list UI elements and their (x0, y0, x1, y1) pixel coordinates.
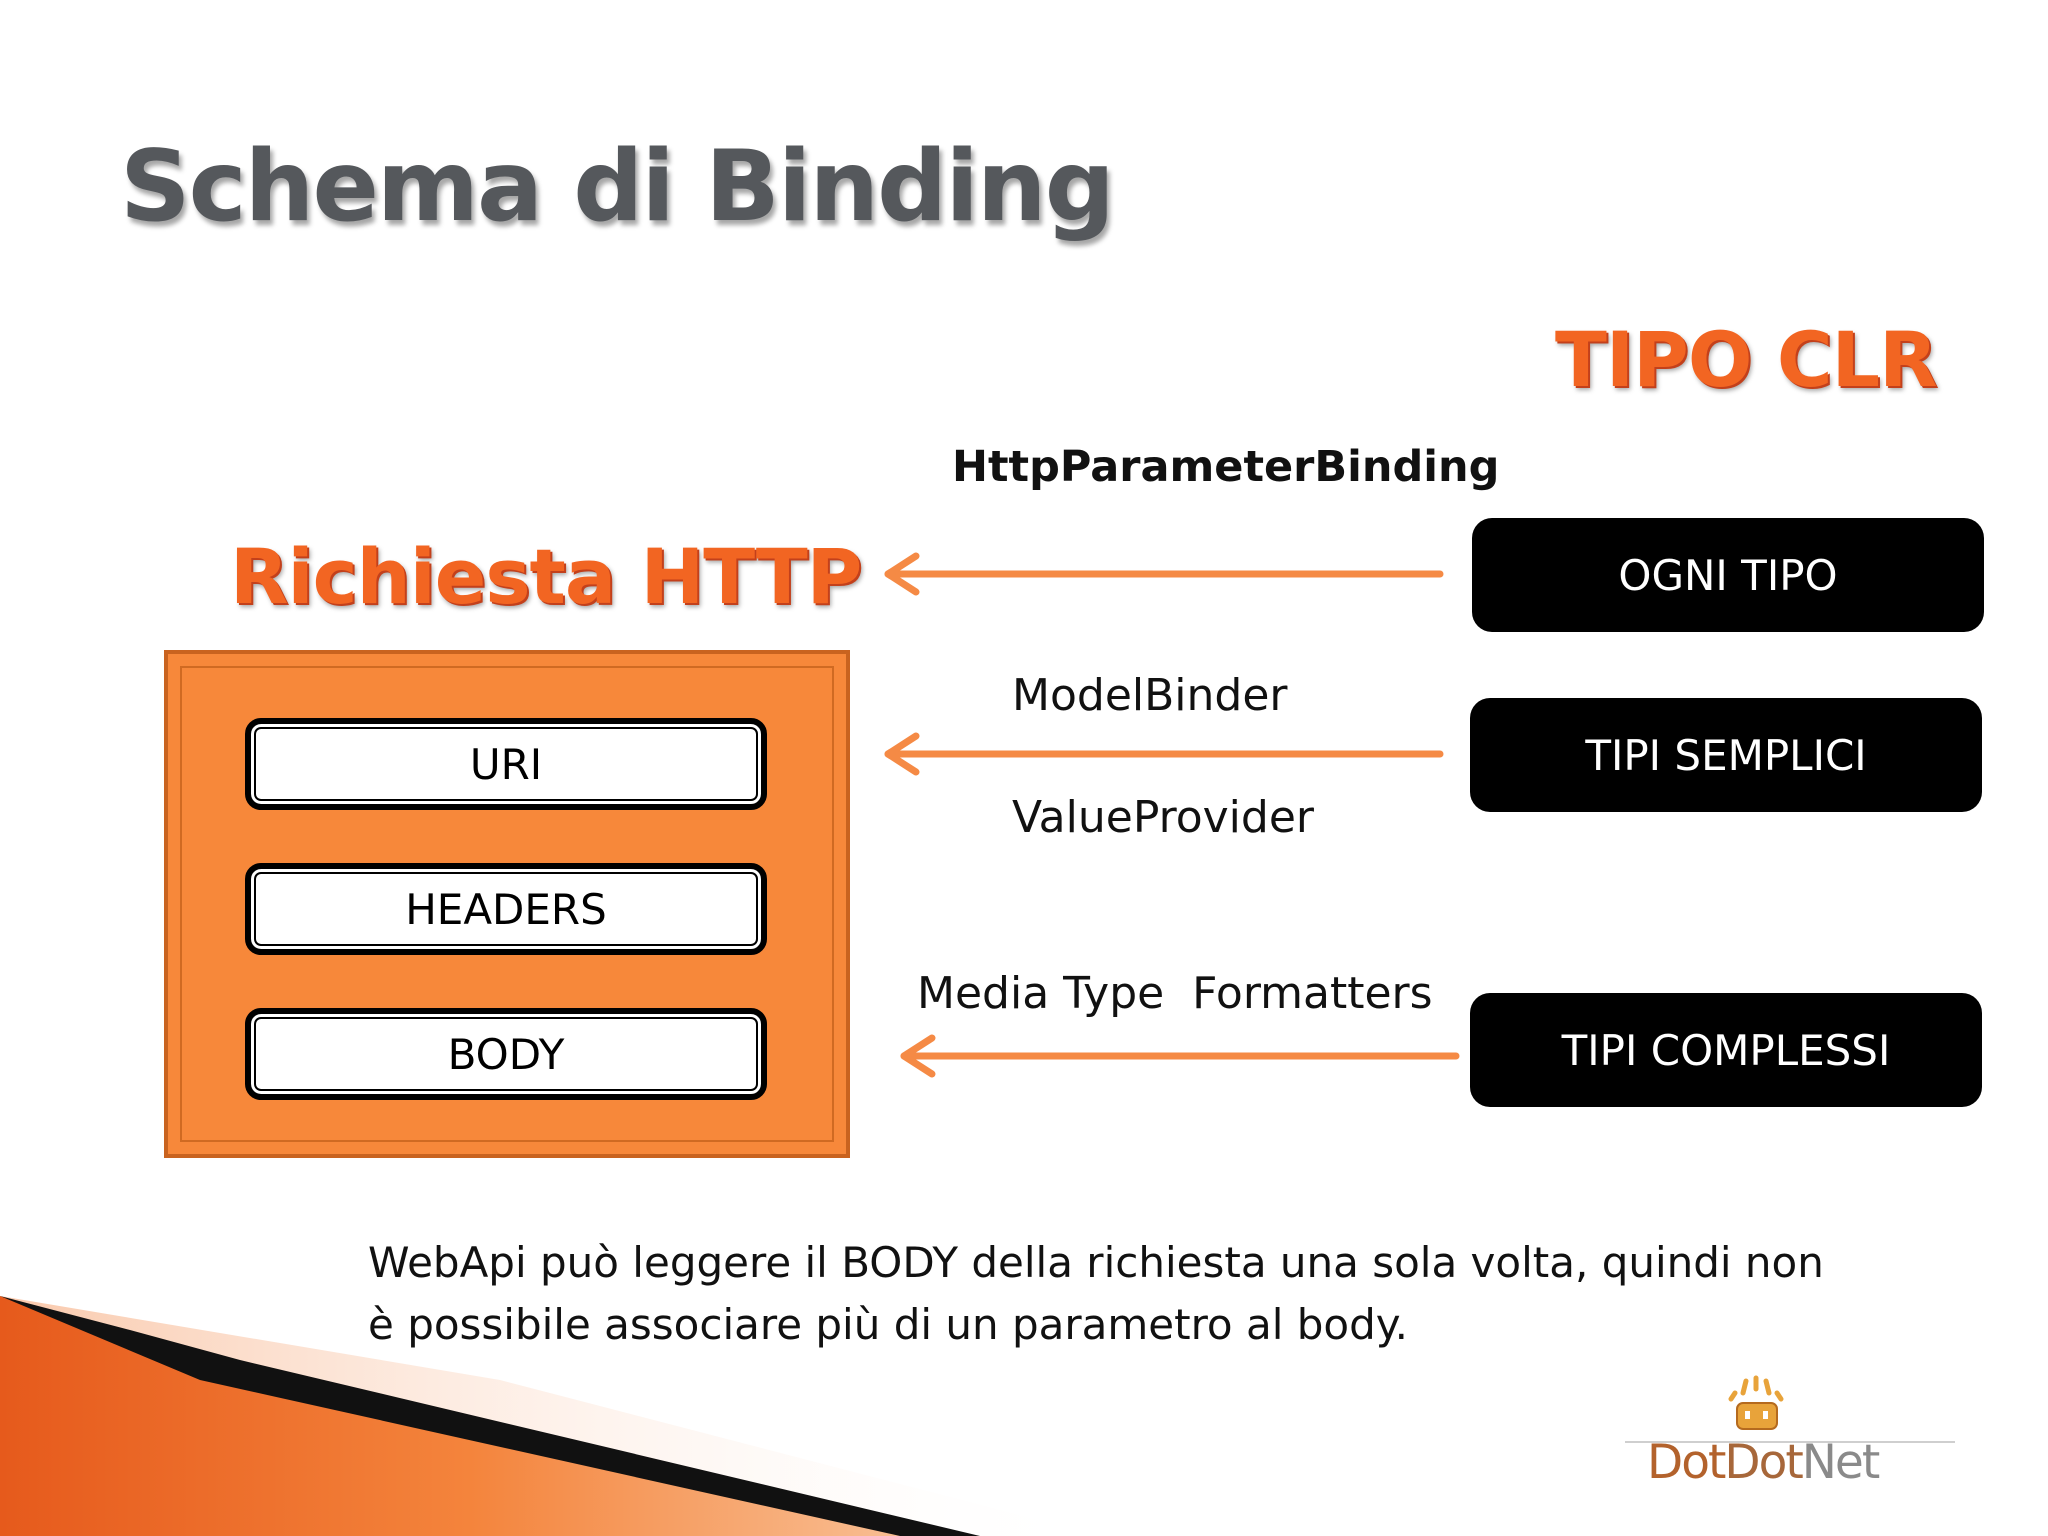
clr-type-complex: TIPI COMPLESSI (1470, 993, 1982, 1107)
body-note-line-1: WebApi può leggere il BODY della richies… (368, 1238, 1824, 1287)
http-parameter-binding-label: HttpParameterBinding (952, 442, 1500, 492)
media-type-formatters-label: Media Type Formatters (917, 968, 1433, 1019)
request-part-headers: HEADERS (245, 863, 767, 955)
request-part-body: BODY (245, 1008, 767, 1100)
model-binder-label: ModelBinder (1012, 670, 1288, 721)
request-part-uri: URI (245, 718, 767, 810)
value-provider-label: ValueProvider (1012, 792, 1314, 843)
clr-type-any: OGNI TIPO (1472, 518, 1984, 632)
body-note: WebApi può leggere il BODY della richies… (368, 1232, 1828, 1356)
body-note-line-2: è possibile associare più di un parametr… (368, 1300, 1408, 1349)
robot-head-icon (1625, 1375, 1955, 1443)
clr-type-heading: TIPO CLR (1555, 315, 1938, 404)
dotdotnet-logo: DotDotNet (1625, 1375, 1955, 1515)
arrow-any-to-request (884, 552, 1444, 596)
arrow-simple-to-request (884, 732, 1444, 776)
slide-title: Schema di Binding (120, 130, 1115, 244)
logo-wordmark: DotDotNet (1647, 1435, 1880, 1490)
arrow-complex-to-request (900, 1034, 1460, 1078)
clr-type-simple: TIPI SEMPLICI (1470, 698, 1982, 812)
http-request-heading: Richiesta HTTP (230, 532, 862, 621)
